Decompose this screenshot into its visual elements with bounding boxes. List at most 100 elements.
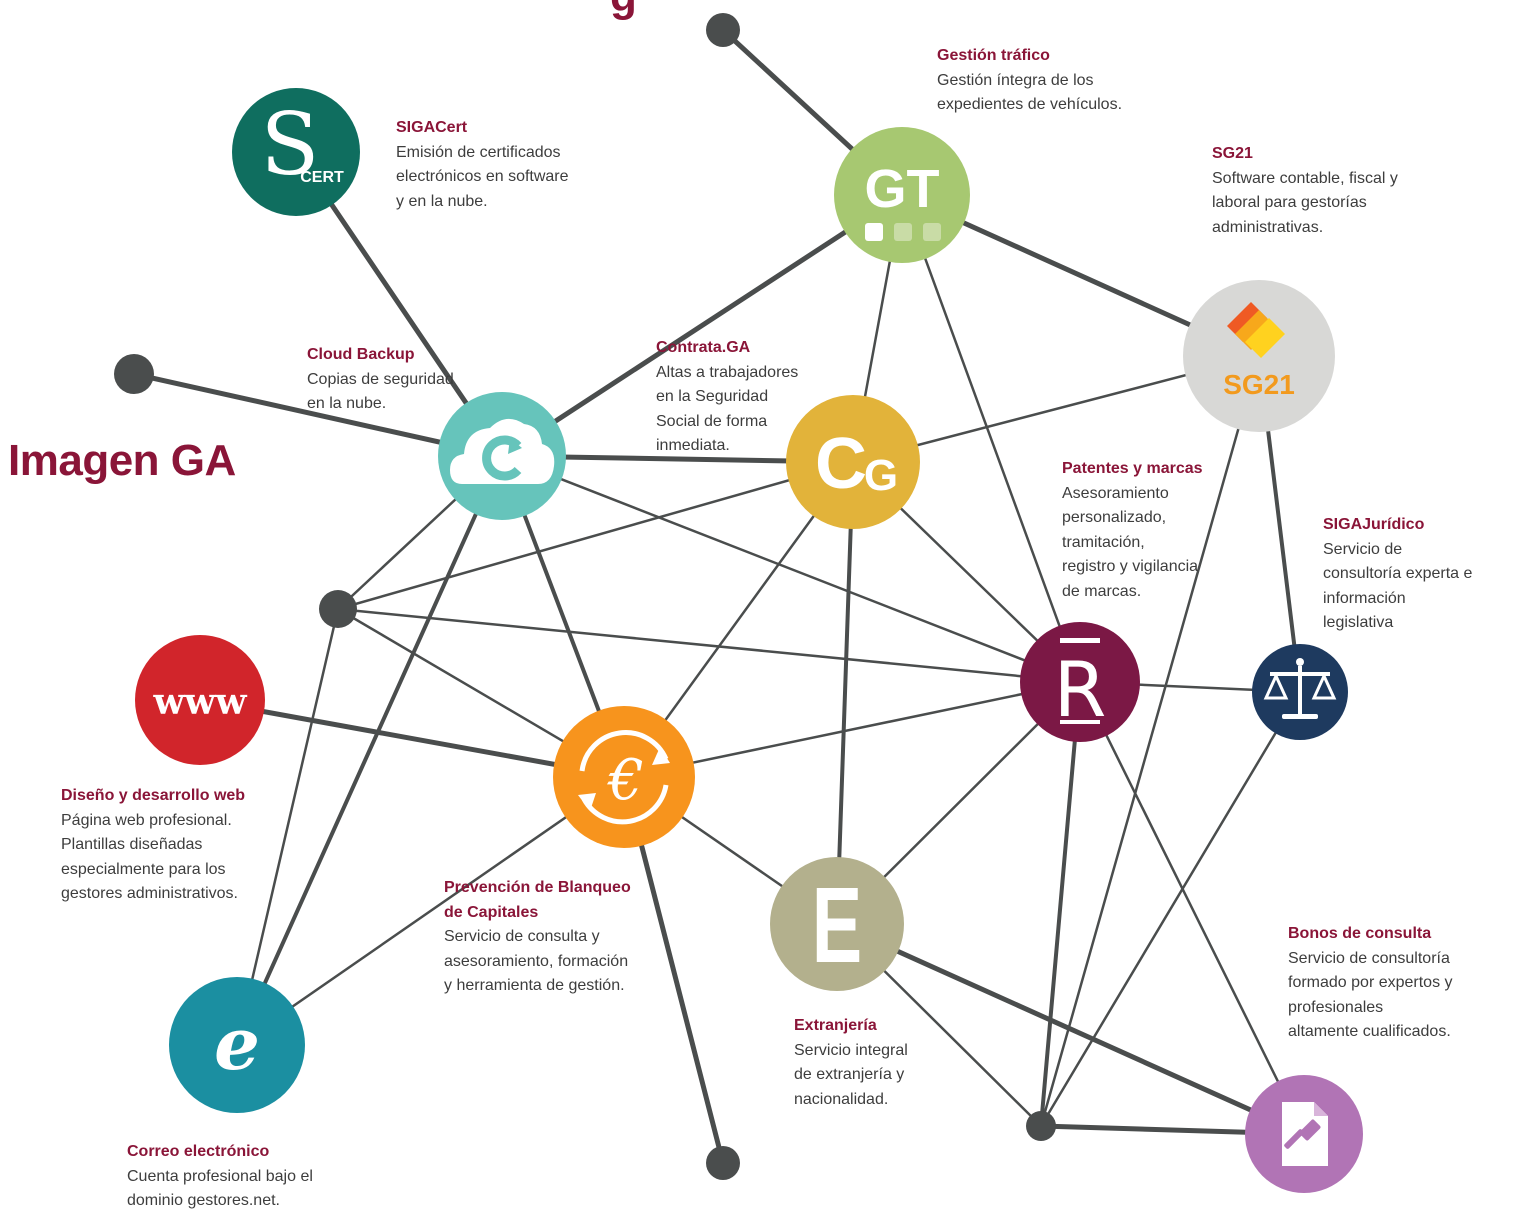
svg-text:e: e (214, 1001, 260, 1086)
node-contrata-ga[interactable]: CG (786, 395, 920, 529)
label-sigacert-description: Emisión de certificados electrónicos en … (396, 143, 569, 210)
label-blanqueo-title: Prevención de Blanqueo de Capitales (444, 879, 631, 921)
hub-bottom-dot (706, 1146, 740, 1180)
svg-text:GT: GT (865, 159, 940, 219)
label-gestion-trafico: Gestión tráfico Gestión íntegra de los e… (937, 44, 1122, 118)
hub-mid-dot (319, 590, 357, 628)
registered-mark-icon: R (1054, 638, 1107, 734)
node-diseno-web[interactable]: www (135, 635, 265, 765)
cg-logo-icon: CG (815, 424, 898, 504)
label-bonos-consulta-title: Bonos de consulta (1288, 925, 1432, 942)
label-correo-description: Cuenta profesional bajo el dominio gesto… (127, 1167, 313, 1210)
diseno-web-circle (135, 635, 265, 765)
svg-text:E: E (812, 865, 862, 985)
label-correo: Correo electrónico Cuenta profesional ba… (127, 1140, 313, 1214)
gt-logo-icon: GT (865, 159, 941, 241)
node-gestion-trafico[interactable]: GT (834, 127, 970, 263)
label-siga-juridico-title: SIGAJurídico (1323, 516, 1425, 533)
label-blanqueo-description: Servicio de consulta y asesoramiento, fo… (444, 928, 629, 994)
node-correo[interactable]: e (169, 977, 305, 1113)
edge-siga-juridico-hub-bottom-right (1039, 690, 1302, 1128)
hub-bottom-right-dot (1026, 1111, 1056, 1141)
label-gestion-trafico-title: Gestión tráfico (937, 47, 1050, 64)
svg-text:S: S (261, 95, 320, 195)
node-extranjeria[interactable]: E (770, 857, 904, 991)
sigacert-circle (232, 88, 360, 216)
label-patentes-marcas-description: Asesoramiento personalizado, tramitación… (1062, 484, 1199, 600)
hub-top-dot (706, 13, 740, 47)
e-letter-icon: E (812, 865, 862, 985)
edge-patentes-marcas-bonos-consulta (1078, 680, 1306, 1136)
label-sg21-title: SG21 (1212, 145, 1253, 162)
blanqueo-circle (553, 706, 695, 848)
label-diseno-web-title: Diseño y desarrollo web (61, 787, 246, 804)
cloud-icon (450, 418, 555, 484)
cropped-top-heading: g (610, 0, 637, 22)
label-contrata-ga-description: Altas a trabajadores en la Seguridad Soc… (656, 363, 799, 455)
hub-left-dot (114, 354, 154, 394)
label-cloud-backup: Cloud Backup Copias de seguridad en la n… (307, 343, 454, 417)
label-cloud-backup-title: Cloud Backup (307, 346, 415, 363)
label-gestion-trafico-description: Gestión íntegra de los expedientes de ve… (937, 71, 1123, 114)
svg-text:www: www (153, 681, 248, 723)
label-extranjeria-title: Extranjería (794, 1017, 877, 1034)
node-sg21[interactable]: SG21 (1183, 280, 1335, 432)
contrata-ga-circle (786, 395, 920, 529)
label-extranjeria-description: Servicio integral de extranjería y nacio… (794, 1041, 908, 1108)
label-contrata-ga: Contrata.GA Altas a trabajadores en la S… (656, 336, 798, 459)
label-sg21-description: Software contable, fiscal y laboral para… (1212, 169, 1398, 236)
euro-cycle-icon: € (578, 730, 670, 825)
node-siga-juridico[interactable] (1252, 644, 1348, 740)
edge-patentes-marcas-blanqueo (622, 680, 1082, 779)
edge-patentes-marcas-hub-mid (336, 607, 1082, 684)
label-contrata-ga-title: Contrata.GA (656, 339, 751, 356)
label-extranjeria: Extranjería Servicio integral de extranj… (794, 1014, 908, 1112)
svg-text:€: € (606, 748, 644, 813)
edge-patentes-marcas-hub-bottom-right (1039, 680, 1082, 1128)
svg-text:G: G (864, 451, 898, 500)
section-heading: Imagen GA (8, 436, 236, 485)
svg-text:R: R (1054, 645, 1107, 734)
svg-text:SG21: SG21 (1223, 369, 1295, 400)
node-blanqueo[interactable]: € (553, 706, 695, 848)
edge-sg21-hub-bottom-right (1039, 354, 1261, 1128)
edge-extranjeria-bonos-consulta (834, 921, 1307, 1137)
scales-icon (1263, 658, 1337, 719)
e-mail-icon: e (214, 1001, 260, 1086)
edge-gestion-trafico-cloud-backup (499, 192, 905, 459)
label-bonos-consulta: Bonos de consulta Servicio de consultorí… (1288, 922, 1453, 1045)
label-blanqueo: Prevención de Blanqueo de Capitales Serv… (444, 876, 631, 999)
label-siga-juridico-description: Servicio de consultoría experta e inform… (1323, 540, 1473, 632)
edge-blanqueo-correo (235, 775, 626, 1047)
label-diseno-web: Diseño y desarrollo web Página web profe… (61, 784, 245, 907)
label-diseno-web-description: Página web profesional. Plantillas diseñ… (61, 811, 238, 903)
label-patentes-marcas: Patentes y marcas Asesoramiento personal… (1062, 457, 1203, 604)
node-bonos-consulta[interactable] (1245, 1075, 1363, 1193)
edge-contrata-ga-hub-mid (336, 460, 855, 611)
node-cloud-backup[interactable] (438, 392, 566, 520)
patentes-marcas-circle (1020, 622, 1140, 742)
node-patentes-marcas[interactable]: R (1020, 622, 1140, 742)
edge-hub-mid-correo (235, 607, 340, 1047)
edge-gestion-trafico-patentes-marcas (900, 193, 1082, 684)
correo-circle (169, 977, 305, 1113)
label-sigacert-title: SIGACert (396, 119, 468, 136)
hub-dots (114, 13, 1056, 1180)
label-siga-juridico: SIGAJurídico Servicio de consultoría exp… (1323, 513, 1472, 636)
svg-text:C: C (815, 424, 867, 504)
edge-cloud-backup-patentes-marcas (500, 454, 1082, 684)
svg-text:CERT: CERT (300, 169, 344, 186)
label-sg21: SG21 Software contable, fiscal y laboral… (1212, 142, 1398, 240)
edge-diseno-web-blanqueo (197, 697, 627, 780)
label-correo-title: Correo electrónico (127, 1143, 270, 1160)
label-sigacert: SIGACert Emisión de certificados electró… (396, 116, 569, 214)
edge-contrata-ga-extranjeria (835, 460, 855, 926)
label-bonos-consulta-description: Servicio de consultoría formado por expe… (1288, 949, 1453, 1041)
www-icon: www (153, 681, 248, 723)
extranjeria-circle (770, 857, 904, 991)
edge-cloud-backup-correo (235, 454, 504, 1047)
